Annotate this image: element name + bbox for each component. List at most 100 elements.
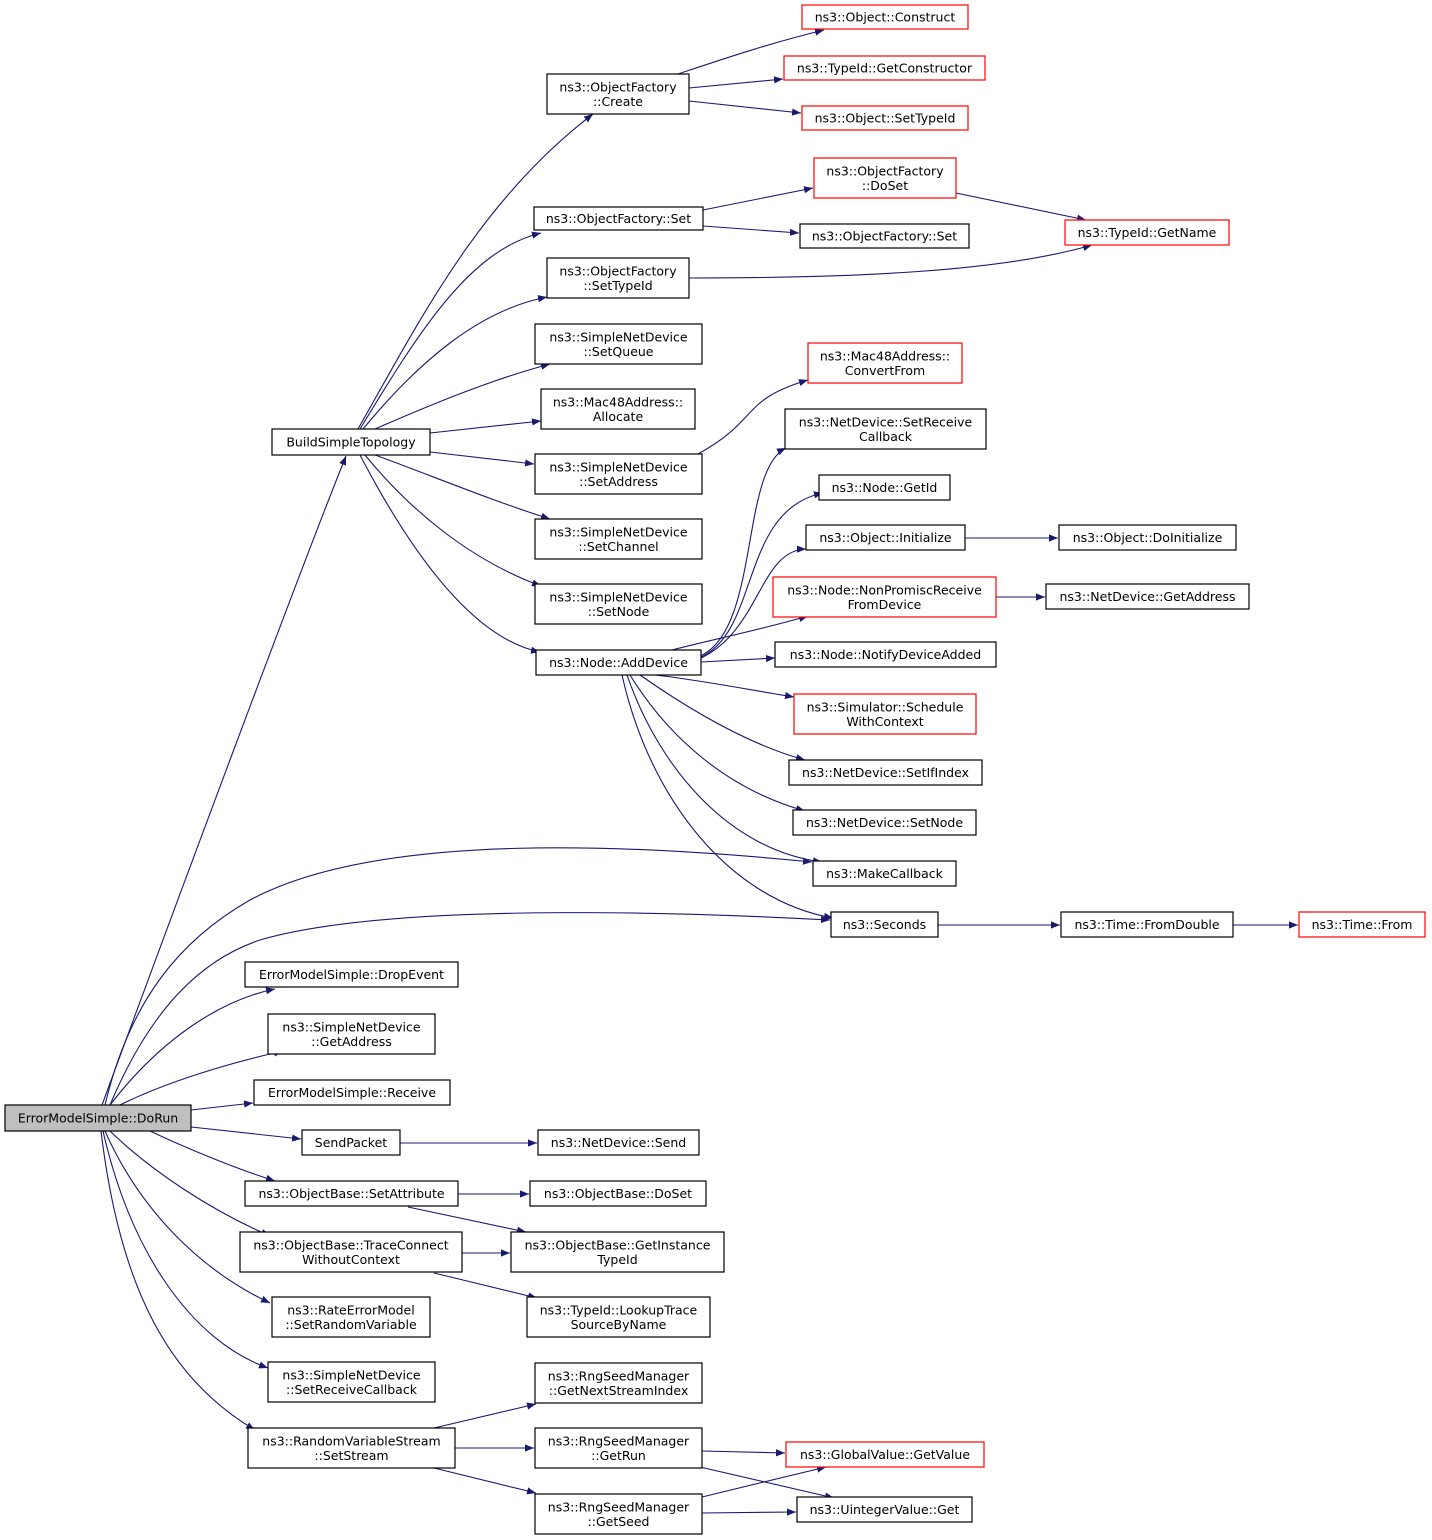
node-label: ns3::UintegerValue::Get [810, 1502, 960, 1517]
edge-of-create-to-typeid-getconstructor [688, 76, 784, 89]
graph-nodes: ErrorModelSimple::DoRun BuildSimpleTopolo… [4, 4, 1426, 1535]
node-box [540, 388, 696, 430]
node-nd-send[interactable]: ns3::NetDevice::Send [537, 1129, 700, 1156]
node-snd-getaddress[interactable]: ns3::SimpleNetDevice::GetAddress [267, 1013, 436, 1055]
node-label: ns3::Simulator::Schedule [807, 699, 964, 714]
node-sendpacket[interactable]: SendPacket [301, 1129, 401, 1156]
node-label: ns3::Object::SetTypeId [815, 111, 956, 126]
node-label: ns3::ObjectBase::GetInstance [525, 1237, 711, 1252]
node-of-set-2[interactable]: ns3::ObjectFactory::Set [799, 223, 970, 249]
node-label: ::Create [593, 94, 643, 109]
node-label: ::GetRun [591, 1448, 646, 1463]
edge-dorun-to-ems-receive [190, 1100, 254, 1111]
node-seconds[interactable]: ns3::Seconds [830, 911, 939, 938]
node-obj-doinitialize[interactable]: ns3::Object::DoInitialize [1058, 524, 1237, 551]
node-obj-settypeid[interactable]: ns3::Object::SetTypeId [801, 105, 969, 131]
node-node-adddevice[interactable]: ns3::Node::AddDevice [535, 649, 702, 676]
node-gv-getvalue[interactable]: ns3::GlobalValue::GetValue [785, 1441, 985, 1468]
node-ob-setattribute[interactable]: ns3::ObjectBase::SetAttribute [244, 1180, 459, 1207]
node-snd-setreceivecallback[interactable]: ns3::SimpleNetDevice::SetReceiveCallback [267, 1361, 436, 1403]
node-of-create[interactable]: ns3::ObjectFactory::Create [546, 73, 690, 115]
node-ob-traceconnect[interactable]: ns3::ObjectBase::TraceConnectWithoutCont… [239, 1231, 463, 1273]
node-label: WithoutContext [302, 1252, 400, 1267]
node-box [805, 524, 966, 551]
node-box [784, 408, 987, 450]
edge-node-adddevice-to-node-nonpromisc [671, 615, 809, 651]
node-obj-initialize[interactable]: ns3::Object::Initialize [805, 524, 966, 551]
node-rng-getrun[interactable]: ns3::RngSeedManager::GetRun [534, 1427, 703, 1469]
node-of-set-1[interactable]: ns3::ObjectFactory::Set [533, 206, 704, 231]
node-nd-getaddress[interactable]: ns3::NetDevice::GetAddress [1045, 583, 1250, 610]
node-of-doset[interactable]: ns3::ObjectFactory::DoSet [813, 157, 957, 199]
node-ems-dropevent[interactable]: ErrorModelSimple::DropEvent [244, 961, 459, 988]
node-label: ::SetNode [588, 604, 650, 619]
node-time-from[interactable]: ns3::Time::From [1298, 911, 1426, 938]
edge-dorun-to-ob-traceconnect [109, 1130, 271, 1237]
node-label: ErrorModelSimple::DoRun [18, 1111, 178, 1126]
node-buildsimpletopology[interactable]: BuildSimpleTopology [271, 428, 431, 456]
node-nd-setifindex[interactable]: ns3::NetDevice::SetIfIndex [788, 759, 983, 786]
node-label: ns3::NetDevice::GetAddress [1060, 589, 1236, 604]
edge-dorun-to-ems-dropevent [109, 987, 276, 1106]
node-label: ::DoSet [862, 178, 908, 193]
graph-edges [100, 28, 1298, 1516]
node-box [772, 576, 997, 618]
node-box [813, 157, 957, 199]
node-node-getid[interactable]: ns3::Node::GetId [818, 474, 951, 501]
node-label: ns3::RngSeedManager [548, 1433, 690, 1448]
node-box [534, 1362, 703, 1404]
node-label: ns3::SimpleNetDevice [549, 589, 687, 604]
node-box [535, 649, 702, 676]
edge-rng-getrun-to-gv-getvalue [701, 1449, 786, 1457]
node-box [1298, 911, 1426, 938]
node-box [534, 1493, 703, 1535]
node-snd-setqueue[interactable]: ns3::SimpleNetDevice::SetQueue [534, 323, 703, 365]
node-label: ns3::Node::NotifyDeviceAdded [790, 647, 981, 662]
node-mac48-convertfrom[interactable]: ns3::Mac48Address::ConvertFrom [807, 342, 963, 384]
node-uint-get[interactable]: ns3::UintegerValue::Get [796, 1496, 973, 1523]
edge-dorun-to-seconds [109, 912, 831, 1106]
node-makecallback[interactable]: ns3::MakeCallback [812, 860, 957, 887]
node-box [1058, 524, 1237, 551]
node-typeid-getconstructor[interactable]: ns3::TypeId::GetConstructor [783, 55, 986, 81]
node-box [534, 583, 703, 625]
node-box [301, 1129, 401, 1156]
node-rng-getseed[interactable]: ns3::RngSeedManager::GetSeed [534, 1493, 703, 1535]
node-rvs-setstream[interactable]: ns3::RandomVariableStream::SetStream [247, 1427, 456, 1469]
node-rng-getnextstreamindex[interactable]: ns3::RngSeedManager::GetNextStreamIndex [534, 1362, 703, 1404]
node-ob-doset[interactable]: ns3::ObjectBase::DoSet [529, 1180, 707, 1207]
node-label: ::SetRandomVariable [285, 1317, 417, 1332]
node-mac48-allocate[interactable]: ns3::Mac48Address::Allocate [540, 388, 696, 430]
edge-rng-getseed-to-uint-get [701, 1508, 797, 1516]
node-node-notifydeviceadded[interactable]: ns3::Node::NotifyDeviceAdded [774, 641, 997, 668]
node-nd-setreceivecallback[interactable]: ns3::NetDevice::SetReceiveCallback [784, 408, 987, 450]
node-nd-setnode[interactable]: ns3::NetDevice::SetNode [792, 809, 977, 836]
node-box [534, 453, 703, 495]
node-obj-construct[interactable]: ns3::Object::Construct [801, 4, 969, 30]
node-label: ns3::ObjectFactory::Set [812, 229, 957, 244]
node-snd-setchannel[interactable]: ns3::SimpleNetDevice::SetChannel [534, 518, 703, 560]
node-label: ns3::Mac48Address:: [820, 348, 950, 363]
node-label: ::SetReceiveCallback [286, 1382, 418, 1397]
node-label: TypeId [596, 1252, 637, 1267]
node-box [792, 809, 977, 836]
edge-node-adddevice-to-node-notifydeviceadded [700, 654, 776, 663]
node-dorun: ErrorModelSimple::DoRun [4, 1104, 192, 1132]
node-box [526, 1296, 711, 1338]
edge-of-doset-to-typeid-getname [955, 192, 1087, 222]
node-time-fromdouble[interactable]: ns3::Time::FromDouble [1060, 911, 1234, 938]
edge-node-adddevice-to-makecallback [626, 674, 823, 865]
node-of-settypeid[interactable]: ns3::ObjectFactory::SetTypeId [546, 257, 690, 299]
node-ems-receive[interactable]: ErrorModelSimple::Receive [253, 1079, 451, 1106]
edge-buildsimpletopology-to-snd-setaddress [429, 451, 535, 467]
node-snd-setaddress[interactable]: ns3::SimpleNetDevice::SetAddress [534, 453, 703, 495]
node-rem-setrandomvariable[interactable]: ns3::RateErrorModel::SetRandomVariable [271, 1296, 431, 1338]
node-typeid-getname[interactable]: ns3::TypeId::GetName [1064, 219, 1230, 246]
node-box [1064, 219, 1230, 246]
node-label: ns3::Time::From [1312, 917, 1413, 932]
node-snd-setnode[interactable]: ns3::SimpleNetDevice::SetNode [534, 583, 703, 625]
